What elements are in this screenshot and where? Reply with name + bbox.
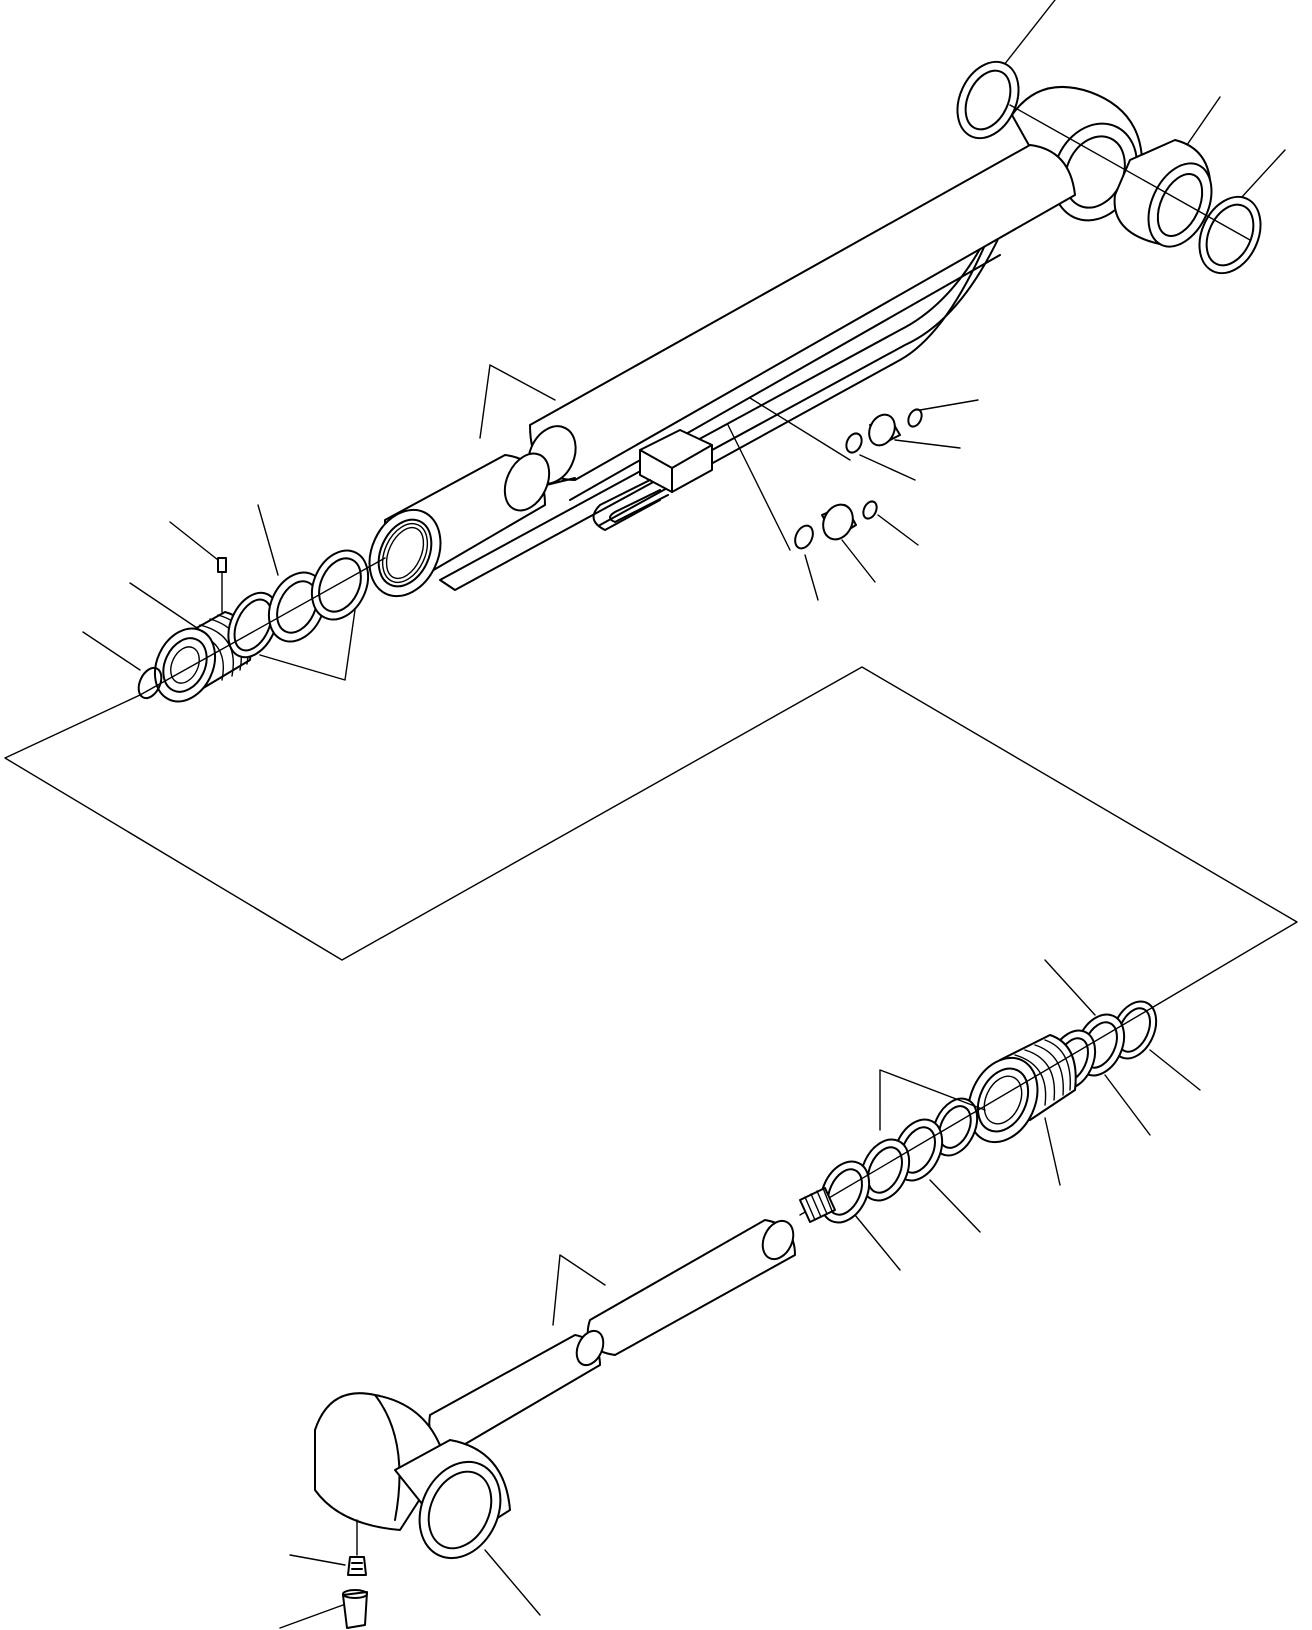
piston-axis — [139, 557, 386, 696]
leader-line — [1044, 1117, 1061, 1186]
cylinder-tube-group — [4, 0, 1298, 1004]
leader-line — [479, 364, 556, 439]
leader-line — [1149, 1049, 1201, 1091]
piston-head — [153, 611, 252, 703]
piston-ring-3 — [310, 549, 370, 621]
gland-seal-1 — [931, 1097, 979, 1157]
leader-line — [859, 454, 916, 481]
cylinder-tube — [527, 144, 1076, 501]
leader-line — [82, 631, 141, 671]
leader-line — [129, 582, 201, 631]
leader-line — [919, 399, 979, 411]
fitting-lower — [794, 500, 878, 550]
center-axis — [1009, 104, 1251, 241]
cylinder-head-gland — [967, 1034, 1077, 1144]
leader-line — [841, 539, 876, 583]
fitting-upper — [845, 408, 923, 454]
leader-line — [169, 521, 219, 561]
set-screw — [217, 557, 227, 573]
leader-line — [552, 1254, 606, 1326]
gland-seal-3 — [859, 1138, 911, 1202]
grease-nipple — [347, 1556, 367, 1576]
leader-line — [929, 1179, 981, 1233]
leader-line — [257, 504, 279, 576]
leader-line — [879, 1069, 986, 1131]
leader-line — [259, 609, 356, 681]
leader-line — [484, 1549, 541, 1616]
piston-rod-group — [279, 959, 1201, 1629]
leader-line — [1104, 1074, 1151, 1136]
hydraulic-pipe-edge — [599, 244, 986, 526]
leader-line — [877, 514, 919, 546]
rod-thread-end — [799, 1187, 836, 1223]
leader-line — [289, 1554, 346, 1566]
piston-ring-1 — [227, 591, 279, 659]
rod-eye — [314, 1392, 511, 1560]
rod-axis — [799, 1002, 1161, 1216]
leader-line — [804, 554, 819, 601]
leader-line — [749, 397, 851, 461]
leader-line — [999, 0, 1056, 71]
assembly-connector — [4, 666, 1298, 1004]
snap-ring-left — [137, 666, 163, 700]
piston-rod — [428, 1219, 796, 1451]
seal-ring-top — [956, 60, 1020, 140]
leader-line — [854, 1214, 901, 1271]
leader-line — [279, 1604, 344, 1629]
port-block — [592, 429, 713, 531]
leader-line — [1044, 959, 1096, 1016]
leader-line — [894, 439, 961, 449]
cylinder-tube-front — [368, 452, 551, 598]
grease-cap — [342, 1589, 368, 1629]
bushing-top — [1113, 139, 1213, 248]
leader-line — [727, 424, 791, 551]
seal-ring-right — [1198, 195, 1262, 275]
